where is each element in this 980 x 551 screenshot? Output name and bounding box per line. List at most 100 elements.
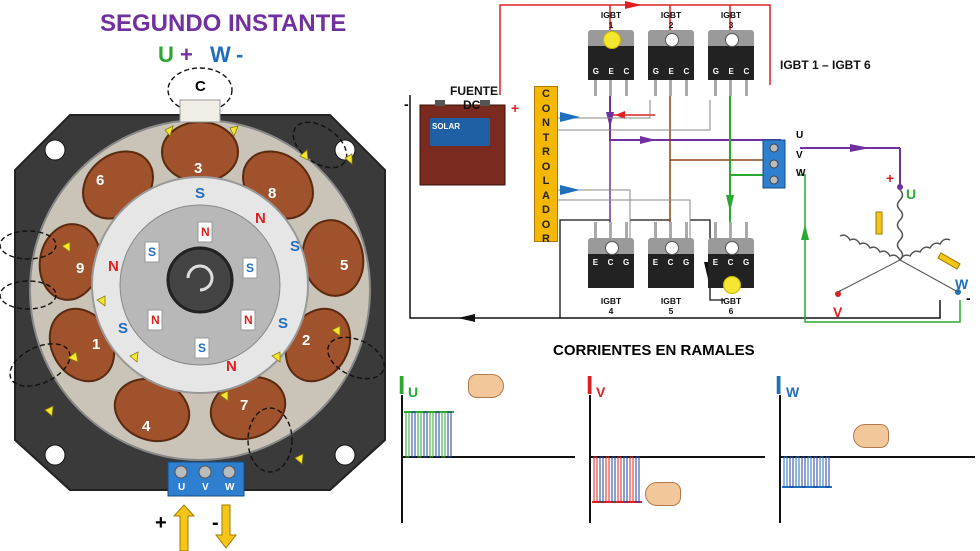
- pwm-pulse: [605, 456, 610, 503]
- controller-letter: A: [542, 189, 550, 202]
- rotor-pole-n: N: [244, 313, 253, 327]
- pwm-pulse: [635, 456, 640, 503]
- star-w: W: [955, 276, 969, 292]
- rotation-arrow-icon: [186, 264, 214, 292]
- pwm-pulse: [405, 411, 410, 458]
- current-arrow-icon: [726, 195, 734, 212]
- phase-u-label: U: [158, 42, 174, 67]
- coil-number: 3: [194, 160, 203, 177]
- source-subtitle: DC: [463, 98, 481, 112]
- current-arrow-icon: [640, 136, 656, 144]
- controller-letter: O: [541, 218, 551, 231]
- pwm-pulse: [435, 411, 440, 458]
- star-plus: +: [886, 170, 895, 186]
- pole-label-s: S: [118, 320, 129, 337]
- rotor-magnet: [194, 337, 210, 359]
- igbt-range-label: IGBT 1 – IGBT 6: [780, 58, 871, 72]
- motor-star-winding: [839, 189, 951, 261]
- page-title: SEGUNDO INSTANTE: [100, 10, 347, 37]
- rotor-magnet: [147, 309, 163, 331]
- coil-number: 4: [142, 418, 151, 435]
- pwm-pulse: [819, 456, 824, 488]
- iw-label-sub: W: [786, 384, 800, 400]
- pwm-pulse: [795, 456, 800, 488]
- rotor-pole-s: S: [246, 261, 255, 275]
- pole-label-s: S: [195, 185, 206, 202]
- pwm-pulse: [801, 456, 806, 488]
- coil-number: 2: [302, 332, 311, 349]
- controller-letter: O: [541, 160, 551, 173]
- coil-number: 5: [340, 257, 349, 274]
- pole-label-n: N: [226, 358, 237, 375]
- iv-label-sub: V: [596, 384, 606, 400]
- phase-u-sign: +: [180, 42, 193, 67]
- battery-brand: SOLAR: [432, 122, 460, 131]
- pwm-pulse: [783, 456, 788, 488]
- rotor-pole-s: S: [198, 341, 207, 355]
- controller-letter: R: [542, 233, 550, 245]
- rotor-magnet: [144, 241, 160, 263]
- iw-label-letter: I: [775, 370, 783, 400]
- rotor-shaft: [166, 246, 234, 314]
- pwm-pulse: [429, 411, 434, 458]
- pwm-pulse: [611, 456, 616, 503]
- controller-letter: L: [542, 175, 550, 187]
- current-waveforms: [401, 395, 975, 523]
- controller-box: C O N T R O L A D O R: [534, 86, 558, 245]
- coil-number: 7: [240, 397, 249, 414]
- currents-title: CORRIENTES EN RAMALES: [553, 342, 755, 359]
- input-minus-sign: -: [212, 512, 219, 534]
- pwm-pulse: [423, 411, 428, 458]
- pwm-pulse: [617, 456, 622, 503]
- pwm-pulse: [789, 456, 794, 488]
- inverter-circuit-diagram: [409, 1, 961, 323]
- input-arrow-down-icon: [214, 504, 238, 549]
- connector-label: C: [195, 78, 206, 95]
- rotor-magnet: [197, 221, 213, 243]
- phase-w-label: W: [210, 42, 231, 67]
- coil-number: 6: [96, 172, 105, 189]
- signal-arrow-icon: [560, 112, 580, 122]
- pwm-pulse: [593, 456, 598, 503]
- signal-arrow-icon: [560, 185, 580, 195]
- terminal-label-w: W: [225, 482, 235, 493]
- connector-top: [179, 99, 221, 123]
- rotor-pole-n: N: [201, 225, 210, 239]
- pole-label-n: N: [108, 258, 119, 275]
- pole-label-s: S: [290, 238, 301, 255]
- igbt-6-on-indicator: [723, 276, 741, 294]
- source-plus: +: [511, 100, 520, 116]
- coil-number: 9: [76, 260, 85, 277]
- input-arrow-up-icon: [172, 504, 196, 551]
- terminal-label-v: V: [202, 482, 209, 493]
- current-arrow-icon: [606, 112, 614, 128]
- iu-label-letter: I: [398, 370, 406, 400]
- controller-letter: O: [541, 102, 551, 115]
- terminal-label-u: U: [178, 482, 186, 493]
- node-u: [897, 184, 903, 190]
- winding-current-arrow-icon: [937, 252, 961, 270]
- iu-pwm-pulses: [404, 411, 454, 458]
- pwm-pulse: [807, 456, 812, 488]
- pwm-pulse: [411, 411, 416, 458]
- star-u: U: [906, 186, 917, 202]
- phase-w-sign: -: [236, 42, 244, 67]
- controller-letter: T: [542, 131, 550, 144]
- iu-label-sub: U: [408, 384, 419, 400]
- hand-pointer-icon: [468, 374, 504, 398]
- pwm-pulse: [629, 456, 634, 503]
- igbt-1-on-indicator: [603, 31, 621, 49]
- star-v: V: [833, 304, 843, 320]
- controller-letter: C: [542, 88, 550, 100]
- pwm-pulse: [447, 411, 452, 458]
- controller-letter: R: [542, 146, 550, 158]
- rotor-magnet: [240, 309, 256, 331]
